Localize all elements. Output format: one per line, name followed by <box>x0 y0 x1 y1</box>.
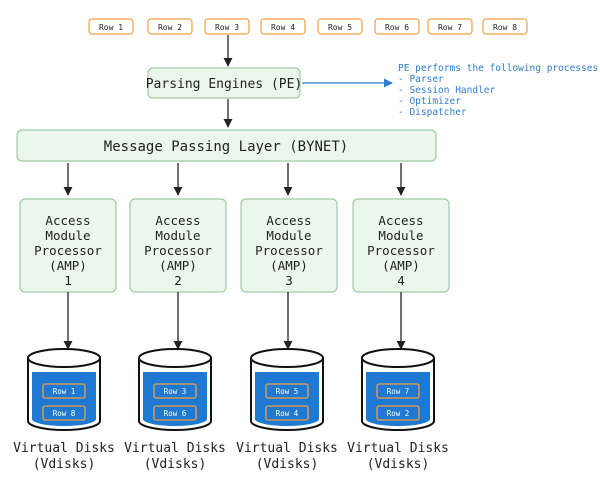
amp-label-line: Access <box>266 213 311 228</box>
bynet-box <box>16 129 437 162</box>
vdisk: Row 7 Row 2 <box>361 348 435 431</box>
top-row-label: Row 7 <box>438 23 462 32</box>
top-row-label: Row 2 <box>158 23 182 32</box>
amp-list: AccessModuleProcessor(AMP)1AccessModuleP… <box>19 163 450 350</box>
pe-note: PE performs the following processes: - P… <box>398 63 600 118</box>
top-row-box: Row 3 <box>204 18 250 35</box>
top-row-box: Row 8 <box>482 18 528 35</box>
amp-label-line: Access <box>155 213 200 228</box>
vdisk-row-label: Row 8 <box>53 409 76 418</box>
pe-note-item: - Session Handler <box>398 85 496 96</box>
top-row-box: Row 4 <box>260 18 306 35</box>
vdisk-row-label: Row 7 <box>387 387 410 396</box>
amp-label-line: Module <box>155 228 200 243</box>
top-row-label: Row 3 <box>215 23 239 32</box>
vdisk-row-label: Row 4 <box>276 409 299 418</box>
pe-note-title: PE performs the following processes: <box>398 63 600 74</box>
top-row-box: Row 2 <box>147 18 193 35</box>
pe-note-item: - Parser <box>398 74 444 85</box>
amp-label-line: Processor <box>34 243 102 258</box>
vdisk-label-line: (Vdisks) <box>144 457 207 472</box>
top-row-list: Row 1 Row 2 Row 3 Row 4 Row 5 Row 6 Row 7 Row 8 <box>88 18 528 35</box>
top-row-label: Row 4 <box>271 23 295 32</box>
top-row-label: Row 6 <box>385 23 409 32</box>
top-row-box: Row 6 <box>374 18 420 35</box>
vdisk-row-label: Row 1 <box>53 387 76 396</box>
vdisk-row-label: Row 5 <box>276 387 299 396</box>
vdisk-label-line: Virtual Disks <box>13 441 115 456</box>
amp-label-line: (AMP) <box>49 258 87 273</box>
vdisk-label-line: Virtual Disks <box>124 441 226 456</box>
amp-label-line: Access <box>378 213 423 228</box>
vdisk-row-label: Row 2 <box>387 409 410 418</box>
pe-note-item: - Dispatcher <box>398 107 467 118</box>
vdisk-label-line: (Vdisks) <box>33 457 96 472</box>
vdisk-row-label: Row 6 <box>164 409 187 418</box>
pe-label: Parsing Engines (PE) <box>146 77 303 92</box>
amp-label-line: Module <box>378 228 423 243</box>
amp-label-line: 1 <box>64 273 72 288</box>
bynet-label: Message Passing Layer (BYNET) <box>104 139 348 155</box>
top-row-box: Row 7 <box>427 18 473 35</box>
amp-label-line: 2 <box>174 273 182 288</box>
vdisk-label-line: (Vdisks) <box>256 457 319 472</box>
top-row-box: Row 1 <box>88 18 134 35</box>
top-row-label: Row 8 <box>493 23 517 32</box>
vdisk-label-line: Virtual Disks <box>236 441 338 456</box>
amp-label-line: 3 <box>285 273 293 288</box>
vdisk: Row 5 Row 4 <box>250 348 324 431</box>
top-row-label: Row 5 <box>328 23 352 32</box>
vdisk-label-line: (Vdisks) <box>367 457 430 472</box>
amp-label-line: 4 <box>397 273 405 288</box>
amp-label-line: (AMP) <box>382 258 420 273</box>
top-row-box: Row 5 <box>317 18 363 35</box>
vdisk-row-label: Row 3 <box>164 387 187 396</box>
vdisk: Row 3 Row 6 <box>138 348 212 431</box>
vdisk: Row 1 Row 8 <box>27 348 101 431</box>
amp-label-line: Module <box>266 228 311 243</box>
pe-box <box>147 67 301 99</box>
amp-label-line: Module <box>45 228 90 243</box>
amp-label-line: (AMP) <box>159 258 197 273</box>
top-row-label: Row 1 <box>99 23 123 32</box>
amp-label-line: (AMP) <box>270 258 308 273</box>
amp-label-line: Access <box>45 213 90 228</box>
amp-label-line: Processor <box>144 243 212 258</box>
amp-label-line: Processor <box>255 243 323 258</box>
pe-note-item: - Optimizer <box>398 96 461 107</box>
vdisk-label-line: Virtual Disks <box>347 441 449 456</box>
amp-label-line: Processor <box>367 243 435 258</box>
